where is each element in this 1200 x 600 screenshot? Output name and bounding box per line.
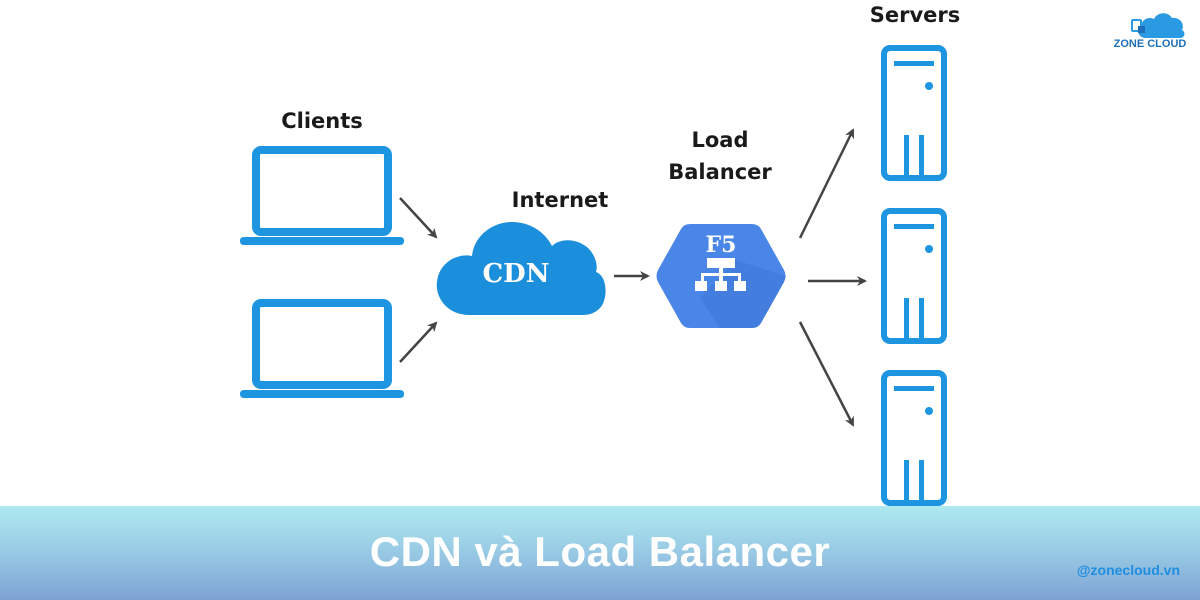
zone-cloud-logo: ZONE CLOUD [1110, 8, 1190, 56]
clients-label: Clients [281, 109, 363, 133]
server-tower-icon [881, 208, 947, 344]
banner-title: CDN và Load Balancer [369, 528, 831, 575]
title-banner: CDN và Load Balancer @zonecloud.vn [0, 506, 1200, 600]
server-tower-icon [881, 45, 947, 181]
server-2 [881, 208, 947, 344]
arrow-laptop2-to-cdn [399, 321, 438, 363]
cdn-text: CDN [482, 259, 549, 289]
servers-label: Servers [869, 3, 961, 27]
server-3 [881, 370, 947, 506]
logo-text: ZONE CLOUD [1113, 38, 1187, 50]
load-balancer-label-line1: Load [691, 128, 749, 152]
cloud-icon [436, 222, 606, 315]
server-tower-icon [881, 370, 947, 506]
cloud-logo-icon [1131, 13, 1185, 38]
client-laptop-1 [240, 146, 404, 245]
cdn-cloud: CDN [436, 222, 606, 315]
arrow-load-balancer-to-server-3 [798, 321, 855, 427]
architecture-diagram: CDN F5 [240, 45, 947, 506]
load-balancer-label-line2: Balancer [668, 160, 772, 184]
arrow-load-balancer-to-server-1 [798, 128, 855, 239]
internet-label: Internet [511, 188, 609, 212]
laptop-icon [240, 146, 404, 245]
load-balancer: F5 [656, 224, 786, 328]
arrow-laptop1-to-cdn [399, 197, 438, 239]
laptop-icon [240, 299, 404, 398]
social-handle: @zonecloud.vn [1076, 562, 1180, 578]
load-balancer-label: Load Balancer [655, 124, 785, 188]
network-hierarchy-icon [695, 258, 746, 291]
server-1 [881, 45, 947, 181]
f5-text: F5 [706, 232, 737, 258]
client-laptop-2 [240, 299, 404, 398]
